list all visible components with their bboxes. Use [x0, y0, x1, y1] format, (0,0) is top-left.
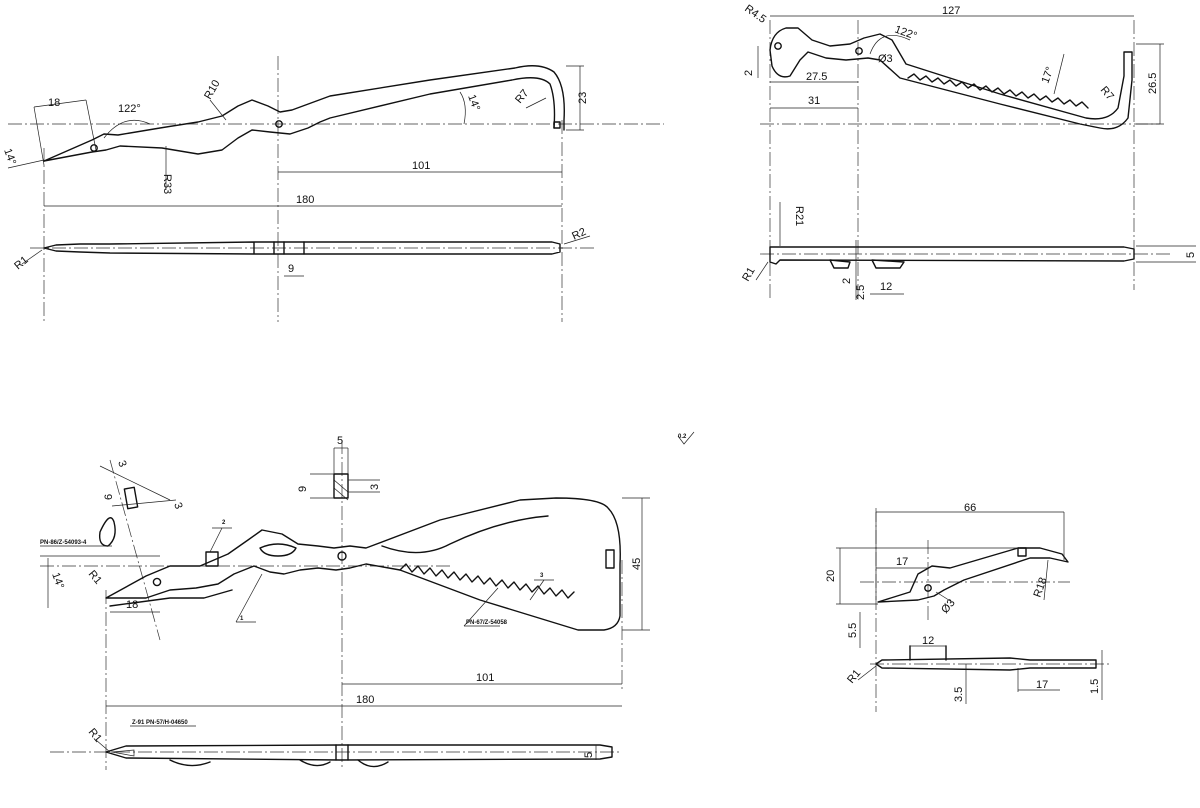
- dim-r1: R1: [12, 254, 30, 272]
- dimension-labels: R4.5 127 122° Ø3 2 27.5 31 17° R7 26.5 R…: [740, 3, 1197, 300]
- dim-20: 20: [825, 570, 837, 582]
- section-oval: [98, 517, 116, 547]
- dim-angle-122: 122°: [118, 103, 141, 115]
- callout-pn-67: PN-67/Z-54058: [466, 620, 508, 626]
- instrument-profile: [105, 497, 621, 631]
- dim-27-5: 27.5: [806, 71, 827, 83]
- dim-r7: R7: [1098, 84, 1116, 102]
- dim-2-bottom: 2: [841, 278, 853, 284]
- instrument-side-profile: [43, 241, 561, 255]
- surface-roughness-value: 0.2: [678, 434, 687, 440]
- callout-labels: PN-86/Z-54093-4 2 1 3 PN-67/Z-54058 Z-91…: [40, 520, 544, 726]
- dimension-lines: [755, 15, 1196, 300]
- callout-pn-86: PN-86/Z-54093-4: [40, 540, 87, 546]
- dim-180: 180: [356, 694, 374, 706]
- dimension-labels: 5 9 3 3 6 3 14° R1 18 45 101 180 R1 5: [49, 435, 643, 758]
- dim-r1: R1: [86, 568, 104, 586]
- dim-r2: R2: [570, 226, 588, 243]
- view-top-right: R4.5 127 122° Ø3 2 27.5 31 17° R7 26.5 R…: [740, 3, 1197, 300]
- section-rect: [333, 473, 349, 499]
- dim-66: 66: [964, 502, 976, 514]
- dimension-lines: [7, 65, 591, 277]
- dim-diameter-3: Ø3: [939, 597, 958, 616]
- dim-5: 5: [337, 435, 343, 447]
- centerlines: [8, 56, 664, 322]
- surface-finish-mark: 0.2: [677, 431, 695, 445]
- hatched-tip: [111, 749, 135, 757]
- dim-diameter-3: Ø3: [878, 53, 893, 65]
- view-bottom-right: 66 17 20 Ø3 R18 5.5 12 R1 3.5 17 1.5: [825, 502, 1110, 712]
- dim-r7: R7: [513, 87, 531, 105]
- instrument-profile: [769, 27, 1133, 130]
- callout-1: 1: [240, 616, 244, 622]
- instrument-side-profile: [875, 645, 1097, 671]
- dim-17: 17: [896, 556, 908, 568]
- centerlines: [860, 508, 1110, 712]
- dim-angle-14-right: 14°: [465, 93, 482, 113]
- dim-angle-14: 14°: [49, 571, 66, 591]
- dim-17-side: 17: [1036, 679, 1048, 691]
- cross-sections: [98, 473, 349, 547]
- dim-45: 45: [631, 558, 643, 570]
- dim-5-5: 5.5: [847, 623, 859, 638]
- dim-3-top: 3: [115, 459, 128, 469]
- section-small: [123, 486, 139, 510]
- dim-18: 18: [126, 599, 138, 611]
- dim-angle-17: 17°: [1040, 65, 1057, 85]
- dimension-lines: [40, 447, 650, 760]
- centerlines: [760, 20, 1170, 300]
- view-bottom-left: 5 9 3 3 6 3 14° R1 18 45 101 180 R1 5 PN…: [40, 435, 650, 770]
- instrument-profile: [877, 547, 1069, 603]
- callout-2: 2: [222, 520, 226, 526]
- dim-r1: R1: [845, 667, 863, 685]
- dim-r18: R18: [1032, 576, 1050, 599]
- view-top-left: 18 122° R10 14° 14° R7 23 R33 101 180 R1…: [1, 56, 664, 322]
- dim-23: 23: [577, 92, 589, 104]
- dim-2-5: 2.5: [855, 285, 867, 300]
- instrument-side-profile: [105, 744, 613, 768]
- dim-angle-14-left: 14°: [1, 147, 18, 167]
- dimension-labels: 18 122° R10 14° 14° R7 23 R33 101 180 R1…: [1, 78, 589, 275]
- dim-101: 101: [412, 160, 430, 172]
- dim-31: 31: [808, 95, 820, 107]
- dim-3-side: 3: [171, 501, 184, 511]
- dim-r1-side: R1: [86, 726, 104, 744]
- dim-9: 9: [297, 486, 309, 492]
- dim-3-5: 3.5: [953, 687, 965, 702]
- dim-12: 12: [880, 281, 892, 293]
- dim-127: 127: [942, 5, 960, 17]
- dim-r21: R21: [793, 206, 805, 226]
- dimension-lines: [836, 511, 1103, 704]
- dim-angle-122: 122°: [893, 24, 918, 43]
- dim-180: 180: [296, 194, 314, 206]
- callout-pn-57: Z-91 PN-57/H-04650: [132, 720, 188, 726]
- dim-101: 101: [476, 672, 494, 684]
- dim-r10: R10: [202, 78, 222, 101]
- dim-5: 5: [1185, 252, 1197, 258]
- dimension-labels: 66 17 20 Ø3 R18 5.5 12 R1 3.5 17 1.5: [825, 502, 1101, 702]
- instrument-profile: [43, 65, 565, 162]
- dim-2: 2: [743, 70, 755, 76]
- dim-3-section: 3: [369, 484, 381, 490]
- dim-1-5: 1.5: [1089, 679, 1101, 694]
- instrument-side-profile: [769, 246, 1135, 269]
- dim-r1: R1: [740, 265, 757, 283]
- dim-26-5: 26.5: [1147, 73, 1159, 94]
- dim-12: 12: [922, 635, 934, 647]
- dim-r4-5: R4.5: [742, 3, 768, 26]
- dim-5-side: 5: [583, 752, 595, 758]
- dim-18: 18: [48, 97, 60, 109]
- dim-6: 6: [103, 494, 115, 500]
- dim-r33: R33: [161, 174, 173, 194]
- callout-3: 3: [540, 573, 544, 579]
- dim-9: 9: [288, 263, 294, 275]
